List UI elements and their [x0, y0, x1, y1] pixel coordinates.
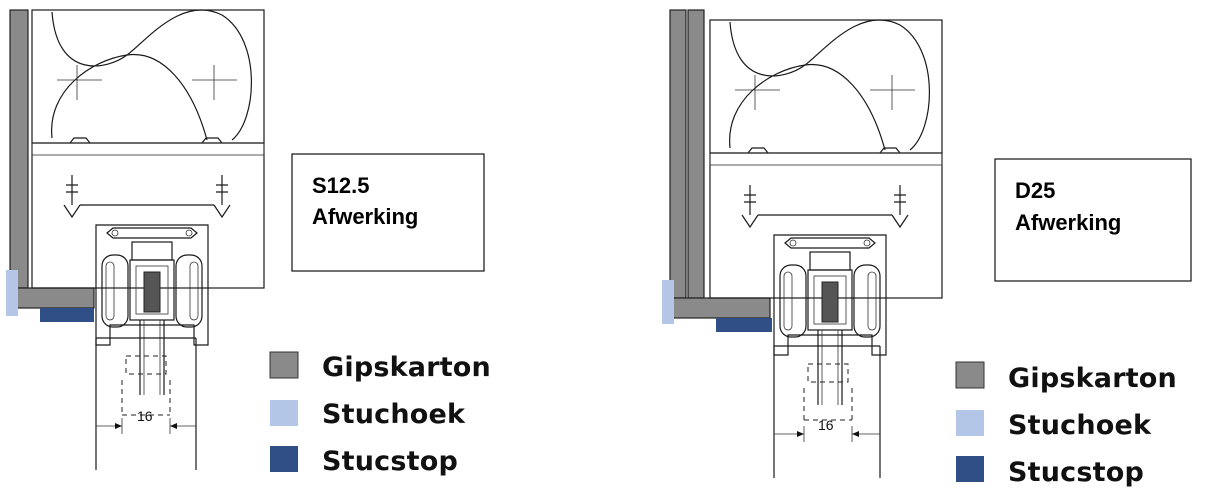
legend-swatch-stuchoek: [270, 400, 298, 426]
legend-label-stucstop: Stucstop: [1008, 457, 1144, 488]
gipskarton-wall: [9, 9, 29, 289]
legend-label-stucstop: Stucstop: [322, 446, 458, 477]
legend-label-gipskarton: Gipskarton: [1008, 363, 1177, 394]
finish-label: Afwerking: [1015, 210, 1121, 235]
finish-type: D25: [1015, 178, 1055, 203]
dimension-label: 16: [137, 408, 153, 424]
stucstop-strip: [716, 318, 772, 332]
door-leaf: [95, 337, 197, 470]
stuchoek-corner: [6, 270, 18, 316]
legend: Gipskarton Stuchoek Stucstop: [269, 351, 491, 477]
gipskarton-wall-outer: [669, 9, 687, 299]
finish-box: [994, 158, 1192, 282]
door-leaf: [773, 345, 881, 478]
stuchoek-corner: [662, 280, 674, 324]
dimension-label: 16: [818, 417, 834, 433]
finish-label: Afwerking: [312, 204, 418, 229]
stucstop-strip: [40, 308, 94, 322]
gipskarton-base: [671, 297, 771, 319]
gipskarton-base: [15, 287, 95, 309]
door-section-detail: [31, 9, 265, 396]
legend-swatch-stucstop: [956, 456, 984, 482]
legend-label-stuchoek: Stuchoek: [1008, 410, 1152, 441]
door-section-detail: [709, 19, 943, 406]
legend-swatch-gipskarton: [955, 361, 985, 389]
finish-type: S12.5: [312, 173, 370, 198]
legend-swatch-stuchoek: [956, 410, 984, 436]
legend-swatch-gipskarton: [269, 351, 299, 379]
legend-swatch-stucstop: [270, 446, 298, 472]
legend-label-gipskarton: Gipskarton: [322, 352, 491, 383]
gipskarton-wall-inner: [687, 9, 705, 299]
left-panel: 16 S12.5 Afwerking Gipskarton Stuchoek S…: [6, 9, 491, 477]
legend: Gipskarton Stuchoek Stucstop: [955, 361, 1177, 488]
right-panel: 16 D25 Afwerking Gipskarton Stuchoek Stu…: [662, 9, 1192, 488]
finish-box: [291, 153, 485, 272]
legend-label-stuchoek: Stuchoek: [322, 399, 466, 430]
